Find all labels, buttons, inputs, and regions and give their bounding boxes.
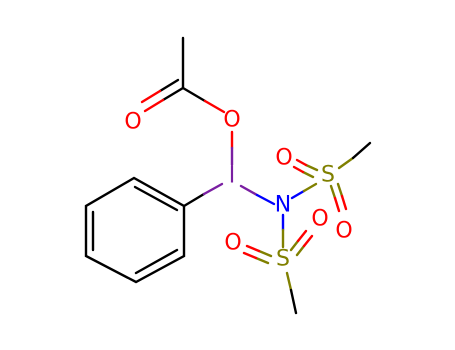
atom-label-iodine: I xyxy=(229,164,236,189)
bond-sulfur-bottom-oxo-right-a-red xyxy=(296,229,308,243)
bond-sulfur-bottom-methyl-black xyxy=(289,288,298,315)
bond-sulfur-bottom-oxo-right-b-olive xyxy=(295,244,306,257)
bond-sulfur-bottom-oxo-left-a-red xyxy=(245,244,261,253)
bond-carbonyl-ester-o-black xyxy=(181,86,207,103)
atom-label-carbonyl-oxygen: O xyxy=(124,110,141,135)
atom-label-sulfur-bottom-oxo-left: O xyxy=(224,231,241,256)
phenyl-inner-bond-2 xyxy=(134,248,179,275)
bond-sulfur-right-oxo-bottom-b-red xyxy=(340,194,348,211)
phenyl-ring xyxy=(84,176,186,284)
bond-sulfur-bottom-oxo-left-a-olive xyxy=(257,249,273,258)
atom-label-ester-oxygen: O xyxy=(223,108,240,133)
bond-carbonyl-double-b-red xyxy=(140,89,162,104)
bond-phenyl-iodine-purple xyxy=(202,182,224,196)
bond-phenyl-iodine-black xyxy=(182,192,206,208)
bond-sulfur-bottom-methyl-olive xyxy=(285,271,293,292)
bond-sulfur-right-oxo-top-b-olive xyxy=(301,170,315,179)
bond-sulfur-right-oxo-top-b-red xyxy=(292,165,305,174)
bond-sulfur-right-oxo-top-a-olive xyxy=(304,163,319,172)
bond-iodine-nitrogen-purple xyxy=(239,184,259,197)
bond-sulfur-right-methyl-black xyxy=(351,141,372,160)
bond-nitrogen-sulfur-right-olive xyxy=(302,182,318,193)
bond-sulfur-bottom-oxo-right-a-olive xyxy=(289,239,300,252)
bond-nitrogen-sulfur-right-blue xyxy=(290,189,306,200)
atom-label-sulfur-right-oxo-top: O xyxy=(275,146,292,171)
atom-label-sulfur-right: S xyxy=(321,163,335,188)
atom-label-nitrogen: N xyxy=(275,193,291,218)
bond-carbonyl-ester-o-red xyxy=(203,99,226,114)
bond-sulfur-right-oxo-bottom-a-red xyxy=(333,196,341,213)
bond-carbonyl-double-b-black xyxy=(158,78,180,93)
bond-carbonyl-double-a-black xyxy=(161,86,185,102)
bond-sulfur-right-oxo-top-a-red xyxy=(295,158,308,167)
bond-carbonyl-double-a-red xyxy=(143,98,165,113)
phenyl-inner-bond-3 xyxy=(133,185,179,212)
atom-label-sulfur-bottom-oxo-right: O xyxy=(311,207,328,232)
bond-sulfur-bottom-oxo-right-b-red xyxy=(302,234,314,248)
bond-sulfur-right-methyl-olive xyxy=(337,156,355,170)
bond-iodine-nitrogen-blue xyxy=(255,193,276,206)
bond-sulfur-right-oxo-bottom-a-olive xyxy=(329,184,337,200)
bond-sulfur-bottom-oxo-left-b-olive xyxy=(254,256,270,265)
atom-label-sulfur-bottom: S xyxy=(276,247,290,272)
bond-sulfur-bottom-oxo-left-b-red xyxy=(242,251,258,260)
bond-sulfur-right-oxo-bottom-b-olive xyxy=(336,182,344,198)
atom-label-sulfur-right-oxo-bottom: O xyxy=(335,219,352,244)
